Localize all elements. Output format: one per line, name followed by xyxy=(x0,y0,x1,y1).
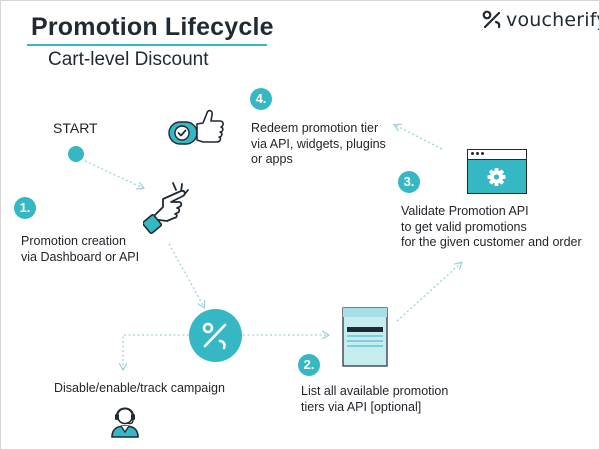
campaign-text: Disable/enable/track campaign xyxy=(54,381,225,395)
start-node xyxy=(68,146,84,162)
percent-logo-icon xyxy=(482,10,501,29)
arrow-list-to-validate xyxy=(396,263,461,322)
title-underline xyxy=(27,44,267,46)
hand-pointer-icon xyxy=(143,182,189,235)
brand-logo: voucherify xyxy=(482,7,600,33)
brand-name: voucherify xyxy=(506,9,600,31)
thumbs-up-check-icon xyxy=(168,109,224,145)
step-1-number: 1. xyxy=(14,197,36,219)
page-subtitle: Cart-level Discount xyxy=(48,49,209,70)
arrow-validate-to-redeem xyxy=(395,125,443,150)
step-3-text: Validate Promotion API to get valid prom… xyxy=(401,204,582,249)
arrow-creation-to-center xyxy=(168,243,204,307)
percent-icon xyxy=(202,322,227,350)
start-label: START xyxy=(53,120,98,136)
step-2-text: List all available promotion tiers via A… xyxy=(301,384,449,414)
document-list-icon xyxy=(342,307,388,367)
step-4-number: 4. xyxy=(250,88,272,110)
browser-gear-icon xyxy=(467,149,527,194)
page-title: Promotion Lifecycle xyxy=(31,13,274,41)
step-4-text: Redeem promotion tier via API, widgets, … xyxy=(251,121,386,166)
step-3-number: 3. xyxy=(398,171,420,193)
step-1-text: Promotion creation via Dashboard or API xyxy=(21,234,140,264)
arrow-start-to-creation xyxy=(84,160,143,188)
gear-icon xyxy=(487,168,506,186)
step-2-number: 2. xyxy=(298,354,320,376)
center-percent-node xyxy=(189,309,242,362)
support-agent-icon xyxy=(111,407,139,438)
arrow-center-to-campaign xyxy=(123,334,189,369)
